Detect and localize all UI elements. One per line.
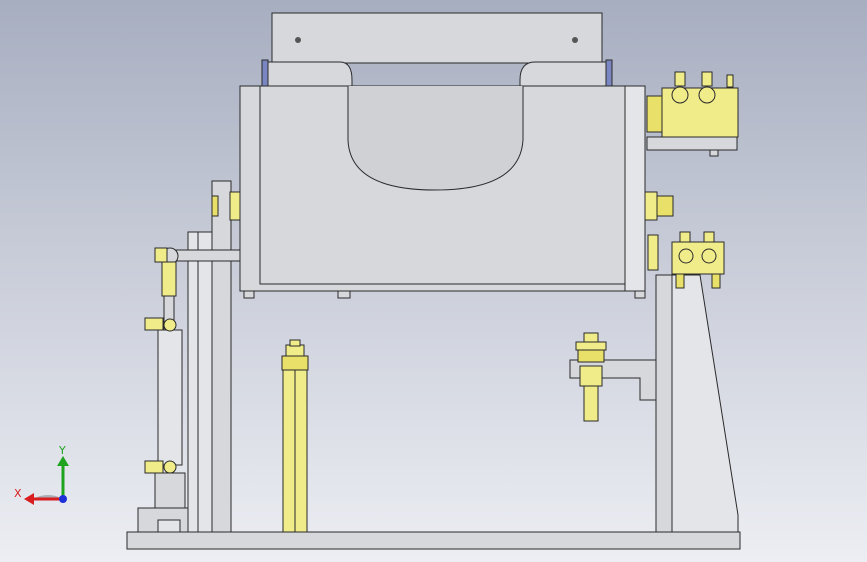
clamp-knob-2 — [698, 86, 716, 104]
left-pivot-cap — [211, 195, 219, 217]
right-upright — [655, 274, 673, 533]
left-pivot-bushing — [229, 191, 241, 221]
right-pivot-bushing — [644, 191, 658, 221]
axis-x-label: X — [14, 487, 22, 500]
left-upright — [211, 180, 232, 533]
top-plate-hole-left — [295, 37, 301, 43]
axis-y-label: Y — [58, 444, 66, 457]
cylinder-port-bottom — [144, 460, 164, 474]
cradle-cutout — [347, 86, 524, 191]
side-clamp-knob-2 — [701, 248, 717, 264]
axis-triad — [24, 456, 69, 505]
top-plate-hole-right — [572, 37, 578, 43]
right-pivot-cap — [656, 195, 674, 217]
right-gusset — [671, 274, 739, 533]
top-plate — [271, 12, 603, 64]
base-plate — [126, 531, 741, 550]
clamp-knob-1 — [671, 86, 689, 104]
link-rod — [171, 249, 241, 262]
cylinder-port-top — [144, 317, 164, 331]
side-clamp-knob-1 — [678, 248, 694, 264]
cylinder-body — [157, 329, 183, 466]
left-bracket — [187, 231, 213, 533]
